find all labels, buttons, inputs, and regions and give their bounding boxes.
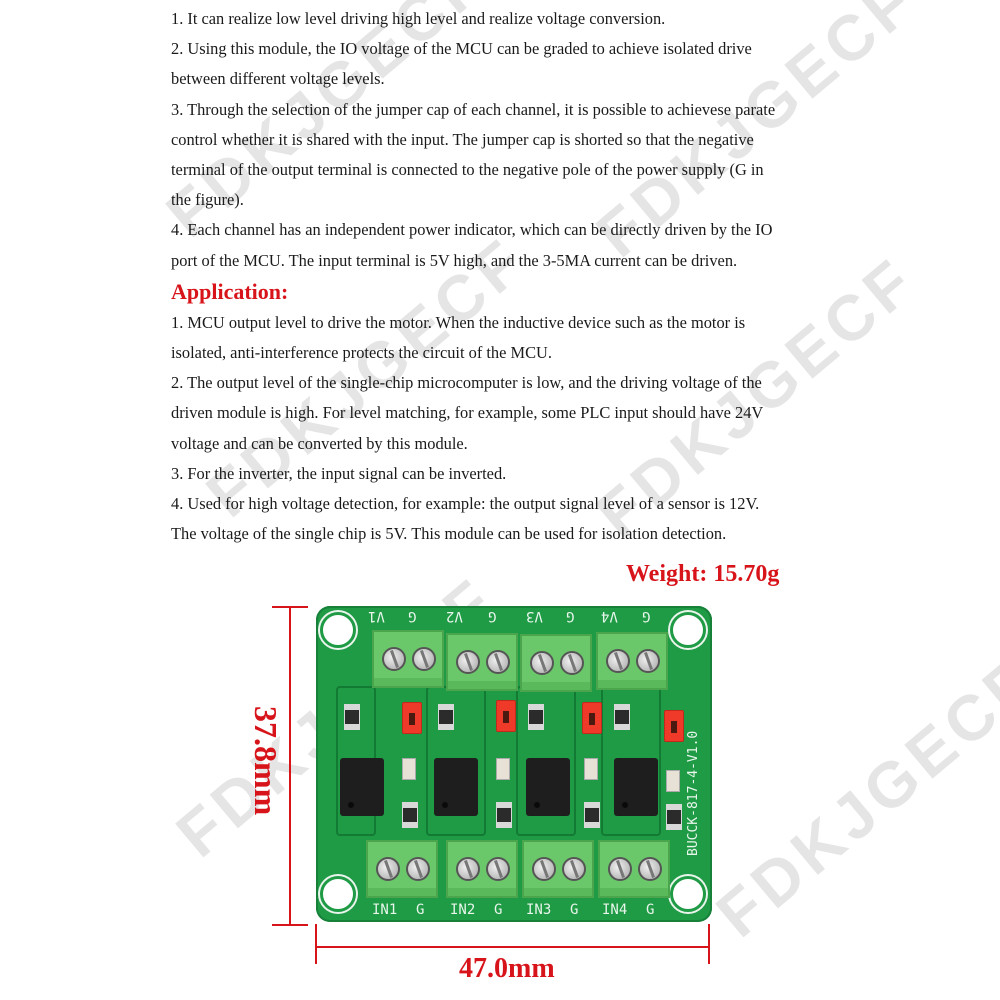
screw-icon [636,649,660,673]
feature-line: 1. It can realize low level driving high… [171,9,666,28]
feature-line: 2. Using this module, the IO voltage of … [171,39,752,59]
input-terminal-1 [366,840,438,898]
width-dimension-cap-right [708,924,710,964]
optocoupler-chip-1 [340,758,384,816]
feature-line: 3. Through the selection of the jumper c… [171,99,776,119]
silk-label-top: V3 [526,608,543,624]
optocoupler-pcb-board: V1 G V2 G V3 G V4 G [316,606,712,922]
silk-label-bottom: IN3 [526,902,552,918]
resistor [614,704,630,730]
width-dimension-label: 47.0mm [459,953,555,984]
screw-icon [532,857,556,881]
screw-icon [456,857,480,881]
silk-label-bottom: IN1 [372,902,398,918]
optocoupler-chip-4 [614,758,658,816]
resistor [666,804,682,830]
input-terminal-3 [522,840,594,898]
input-terminal-4 [598,840,670,898]
silk-label-top: G [488,608,497,624]
silk-label-bottom: G [570,902,579,918]
resistor [496,802,512,828]
application-line: 3. For the inverter, the input signal ca… [171,463,507,483]
screw-icon [562,857,586,881]
screw-icon [560,651,584,675]
mounting-hole [320,876,356,912]
silk-label-bottom: G [646,902,655,918]
resistor [438,704,454,730]
optocoupler-chip-2 [434,758,478,816]
optocoupler-chip-3 [526,758,570,816]
height-dimension-line [289,606,291,926]
screw-icon [382,647,406,671]
application-line: 2. The output level of the single-chip m… [171,373,762,393]
feature-line: the figure). [171,190,244,210]
screw-icon [412,647,436,671]
application-line: 1. MCU output level to drive the motor. … [171,312,746,332]
silk-label-bottom: G [416,902,425,918]
feature-line: port of the MCU. The input terminal is 5… [171,250,738,270]
resistor [584,802,600,828]
output-terminal-1 [372,630,444,688]
weight-label: Weight: 15.70g [626,561,780,587]
output-terminal-3 [520,634,592,692]
height-dimension-cap-top [272,606,308,608]
application-line: voltage and can be converted by this mod… [171,433,468,453]
width-dimension-line [315,946,710,948]
silk-label-bottom: IN2 [450,902,476,918]
height-dimension-cap-bottom [272,924,308,926]
mounting-hole [670,612,706,648]
jumper-cap-4 [664,710,684,742]
silk-label-bottom: IN4 [602,902,628,918]
silk-label-top: G [566,608,575,624]
resistor [344,704,360,730]
power-indicator-led-1 [402,758,416,780]
application-line: isolated, anti-interference protects the… [171,343,552,363]
width-dimension-cap-left [315,924,317,964]
silk-label-bottom: G [494,902,503,918]
silk-label-top: G [642,608,651,624]
jumper-cap-3 [582,702,602,734]
board-model-label: BUCCK-817-4-V1.0 [686,730,701,856]
power-indicator-led-3 [584,758,598,780]
screw-icon [376,857,400,881]
output-terminal-2 [446,633,518,691]
screw-icon [456,650,480,674]
input-terminal-2 [446,840,518,898]
feature-line: 4. Each channel has an independent power… [171,220,773,240]
silk-label-top: V4 [601,608,618,624]
feature-line: terminal of the output terminal is conne… [171,160,764,180]
mounting-hole [320,612,356,648]
jumper-cap-1 [402,702,422,734]
output-terminal-4 [596,632,668,690]
application-line: driven module is high. For level matchin… [171,403,764,423]
watermark: FDKJGECF [702,643,1000,951]
silk-label-top: V1 [368,608,385,624]
screw-icon [608,857,632,881]
mounting-hole [670,876,706,912]
description-text: 1. It can realize low level driving high… [171,4,851,549]
height-dimension-label: 37.8mm [248,706,284,816]
power-indicator-led-4 [666,770,680,792]
feature-line: between different voltage levels. [171,69,385,89]
application-heading: Application: [171,278,289,304]
resistor [402,802,418,828]
screw-icon [406,857,430,881]
screw-icon [606,649,630,673]
silk-label-top: V2 [446,608,463,624]
resistor [528,704,544,730]
power-indicator-led-2 [496,758,510,780]
screw-icon [486,857,510,881]
screw-icon [530,651,554,675]
screw-icon [486,650,510,674]
feature-line: control whether it is shared with the in… [171,129,754,149]
application-line: The voltage of the single chip is 5V. Th… [171,524,727,544]
screw-icon [638,857,662,881]
jumper-cap-2 [496,700,516,732]
silk-label-top: G [408,608,417,624]
application-line: 4. Used for high voltage detection, for … [171,494,760,514]
